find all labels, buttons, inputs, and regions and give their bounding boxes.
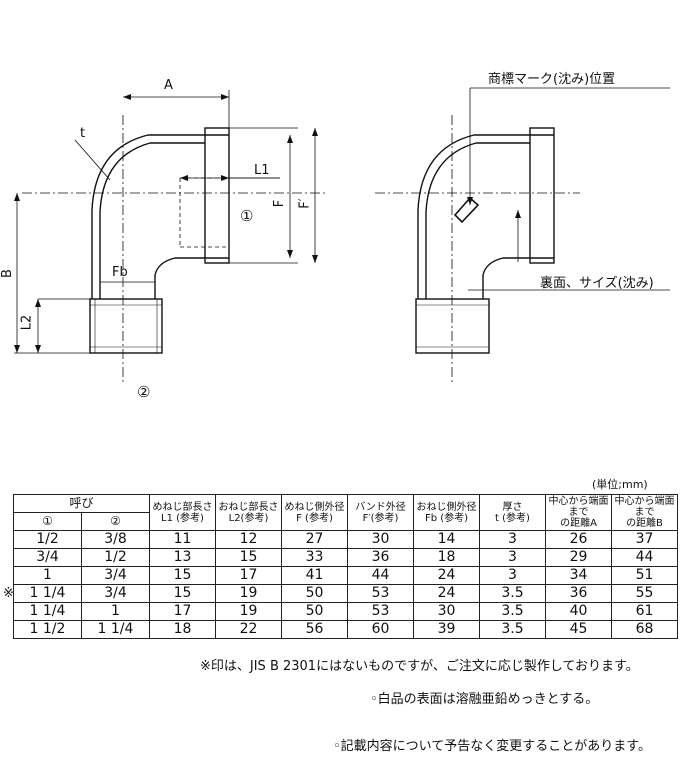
table-cell: 1 1/2	[13, 620, 82, 639]
table-cell: 26	[545, 530, 612, 549]
table-cell: 3	[479, 548, 546, 567]
table-cell: 11	[149, 530, 216, 549]
table-cell: 17	[149, 602, 216, 621]
table-cell: 18	[149, 620, 216, 639]
table-cell: 1	[81, 602, 150, 621]
table-cell: 1/2	[81, 548, 150, 567]
label-F: F	[272, 199, 288, 208]
table-cell: 3.5	[479, 602, 546, 621]
table-cell: 13	[149, 548, 216, 567]
table-cell: 1/2	[13, 530, 82, 549]
table-cell: 15	[149, 584, 216, 603]
table-cell: 3/8	[81, 530, 150, 549]
label-circle-1: ①	[240, 207, 254, 225]
table-cell: 40	[545, 602, 612, 621]
table-cell: 3/4	[81, 584, 150, 603]
table-cell: 36	[545, 584, 612, 603]
elbow-drawing	[14, 87, 670, 382]
table-cell: 19	[215, 602, 282, 621]
table-cell: 24	[413, 584, 480, 603]
table-cell: 14	[413, 530, 480, 549]
table-cell: 53	[347, 584, 414, 603]
table-cell: 12	[215, 530, 282, 549]
note-galvanized: ◦白品の表面は溶融亜鉛めっきとする。	[370, 692, 599, 707]
header-col2: ②	[81, 512, 150, 531]
table-cell: 51	[611, 566, 678, 585]
table-cell: 33	[281, 548, 348, 567]
table-cell: 60	[347, 620, 414, 639]
table-cell: 68	[611, 620, 678, 639]
table-cell: 1 1/4	[81, 620, 150, 639]
label-L2: L2	[19, 314, 35, 331]
table-cell: 50	[281, 584, 348, 603]
table-cell: 50	[281, 602, 348, 621]
label-L1: L1	[254, 163, 270, 178]
table-cell: 34	[545, 566, 612, 585]
table-cell: 44	[347, 566, 414, 585]
table-cell: 27	[281, 530, 348, 549]
table-cell: 15	[149, 566, 216, 585]
table-cell: 39	[413, 620, 480, 639]
row-mark: ※	[3, 586, 14, 601]
header-col1: ①	[13, 512, 82, 531]
table-cell: 41	[281, 566, 348, 585]
table-cell: 22	[215, 620, 282, 639]
table-cell: 18	[413, 548, 480, 567]
table-cell: 3	[479, 566, 546, 585]
table-cell: 45	[545, 620, 612, 639]
header-A: 中心から端面までの距離A	[545, 494, 612, 531]
table-cell: 30	[413, 602, 480, 621]
label-A: A	[164, 78, 173, 93]
table-cell: 3.5	[479, 620, 546, 639]
table-cell: 17	[215, 566, 282, 585]
label-brand-mark-position: 商標マーク(沈み)位置	[488, 72, 616, 87]
label-Fb: Fb	[112, 265, 128, 280]
label-F-prime: F′	[297, 198, 313, 209]
table-cell: 30	[347, 530, 414, 549]
table-cell: 3	[479, 530, 546, 549]
label-circle-2: ②	[137, 383, 151, 401]
table-cell: 53	[347, 602, 414, 621]
note-change: ◦記載内容について予告なく変更することがあります。	[333, 739, 651, 754]
table-cell: 37	[611, 530, 678, 549]
table-cell: 61	[611, 602, 678, 621]
table-cell: 19	[215, 584, 282, 603]
table-cell: 1 1/4	[13, 584, 82, 603]
table-cell: 24	[413, 566, 480, 585]
table-cell: 15	[215, 548, 282, 567]
label-size-mark-back: 裏面、サイズ(沈み)	[540, 276, 654, 291]
unit-label: (単位;mm)	[592, 478, 648, 491]
header-B: 中心から端面までの距離B	[611, 494, 678, 531]
table-cell: 29	[545, 548, 612, 567]
table-cell: 36	[347, 548, 414, 567]
table-cell: 44	[611, 548, 678, 567]
table-cell: 56	[281, 620, 348, 639]
table-cell: 1	[13, 566, 82, 585]
label-t: t	[80, 126, 86, 141]
table-cell: 3/4	[13, 548, 82, 567]
label-B: B	[0, 269, 15, 278]
table-cell: 1 1/4	[13, 602, 82, 621]
table-cell: 3/4	[81, 566, 150, 585]
table-cell: 55	[611, 584, 678, 603]
header-yobi: 呼び	[13, 494, 150, 513]
note-jis: ※印は、JIS B 2301にはないものですが、ご注文に応じ製作しております。	[200, 659, 639, 674]
table-cell: 3.5	[479, 584, 546, 603]
